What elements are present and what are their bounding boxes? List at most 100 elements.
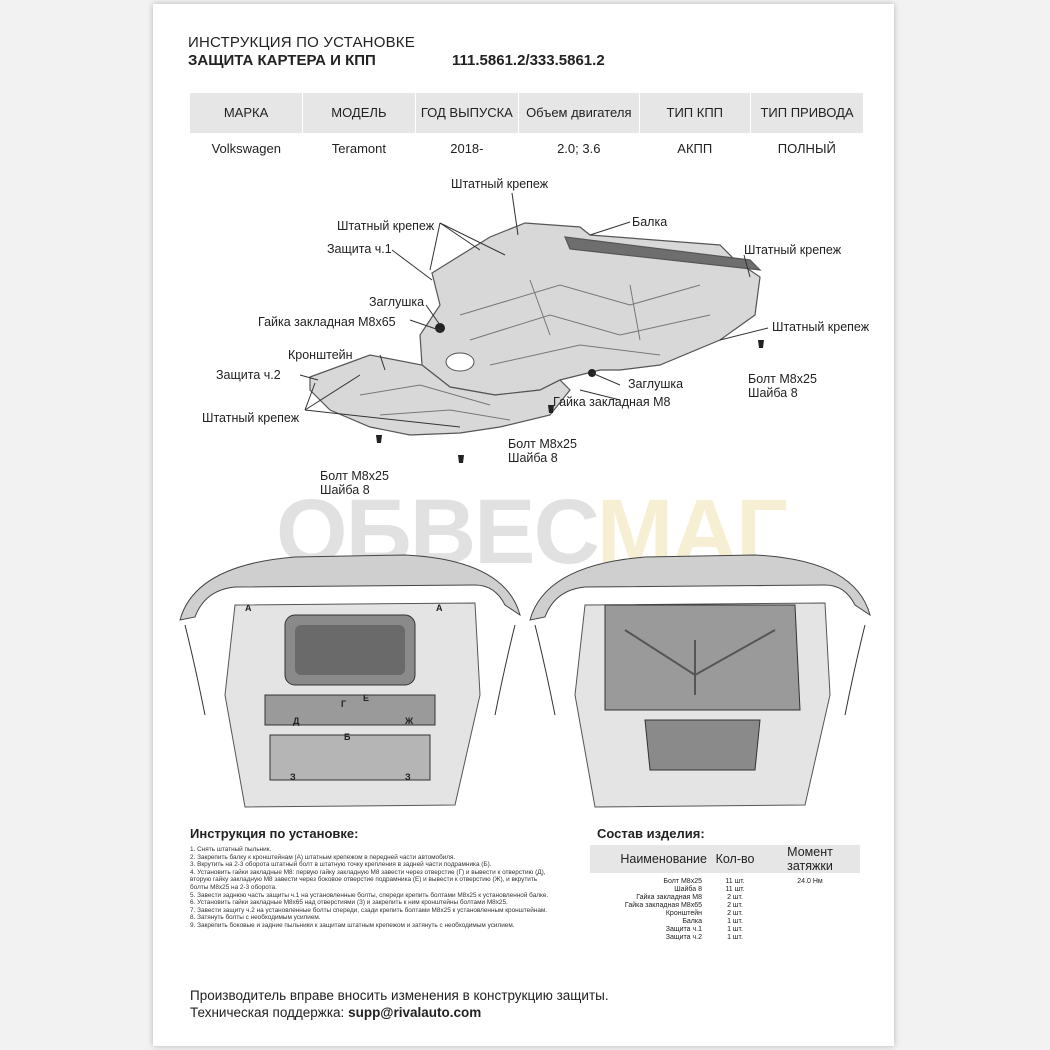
instruction-step: 4. Установить гайки закладные М8: первую… [190, 868, 546, 891]
instruction-step: 2. Закрепить балку к кронштейнам (А) шта… [190, 853, 456, 861]
marker-z-left: З [290, 772, 296, 782]
label-plug-2: Заглушка [628, 377, 684, 391]
marker-b: Б [344, 732, 351, 742]
item-torque [760, 910, 860, 918]
spec-col-model: МОДЕЛЬ [302, 93, 416, 133]
instruction-step: 6. Установить гайки закладные М8х65 над … [190, 899, 508, 907]
item-qty: 11 шт. [725, 878, 745, 885]
spec-make: Volkswagen [211, 140, 281, 156]
instruction-step: 8. Затянуть болты с необходимым усилием. [190, 914, 321, 922]
composition-row: Болт М8х25 11 шт. 24.0 Нм [590, 878, 860, 886]
item-name: Защита ч.1 [665, 926, 702, 933]
item-torque [760, 934, 860, 942]
label-standard-fastener-top: Штатный крепеж [451, 177, 549, 191]
item-qty: 11 шт. [725, 886, 745, 893]
composition-row: Кронштейн 2 шт. [590, 910, 860, 918]
item-torque [760, 918, 860, 926]
label-standard-fastener-bottom: Штатный крепеж [202, 411, 300, 425]
spec-header-row: МАРКА МОДЕЛЬ ГОД ВЫПУСКА Объем двигателя… [190, 93, 863, 133]
part-code: 111.5861.2/333.5861.2 [452, 52, 605, 69]
spec-col-make: МАРКА [190, 93, 304, 133]
header-title: ИНСТРУКЦИЯ ПО УСТАНОВКЕ [188, 34, 415, 51]
footer-support: Техническая поддержка: supp@rivalauto.co… [190, 1005, 481, 1020]
item-name: Гайка закладная М8х65 [624, 902, 702, 909]
footer-disclaimer: Производитель вправе вносить изменения в… [190, 988, 609, 1003]
instruction-step: 7. Завести защиту ч.2 на установленные б… [190, 906, 548, 914]
label-embedded-nut-m8x65: Гайка закладная М8х65 [258, 315, 396, 329]
item-name: Шайба 8 [674, 886, 702, 893]
guard-part2-shape [309, 354, 571, 436]
composition-row: Гайка закладная М8х65 2 шт. [590, 902, 860, 910]
marker-a-right: А [436, 603, 443, 613]
label-embedded-nut-m8: Гайка закладная М8 [553, 395, 671, 409]
item-qty: 2 шт. [727, 894, 743, 901]
item-name: Балка [682, 918, 702, 925]
exploded-view-drawing [299, 192, 769, 463]
item-torque [760, 926, 860, 934]
item-qty: 1 шт. [727, 926, 743, 933]
label-standard-fastener-right2: Штатный крепеж [772, 320, 870, 334]
composition-table: Наименование Кол-во Момент затяжки Болт … [590, 845, 860, 942]
marker-d: Д [293, 716, 300, 726]
item-torque [760, 902, 860, 910]
label-standard-fastener-left: Штатный крепеж [337, 219, 435, 233]
guard-hole [445, 352, 475, 372]
item-name: Кронштейн [665, 910, 702, 917]
label-washer-low: Шайба 8 [320, 483, 370, 497]
spec-col-year: ГОД ВЫПУСКА [415, 93, 520, 133]
vehicle-spec-table: МАРКА МОДЕЛЬ ГОД ВЫПУСКА Объем двигателя… [190, 93, 863, 163]
composition-row: Гайка закладная М8 2 шт. [590, 894, 860, 902]
marker-g: Г [341, 699, 347, 709]
spec-col-transmission: ТИП КПП [639, 93, 752, 133]
label-guard-part1: Защита ч.1 [327, 242, 392, 256]
composition-col-torque: Момент затяжки [760, 845, 860, 873]
label-standard-fastener-right1: Штатный крепеж [744, 243, 842, 257]
plug-marker [435, 323, 445, 333]
marker-z-right: З [405, 772, 411, 782]
label-washer-right: Шайба 8 [748, 386, 798, 400]
support-label: Техническая поддержка: [190, 1005, 345, 1020]
beam-shape [564, 236, 762, 271]
item-qty: 2 шт. [727, 902, 743, 909]
instruction-step: 3. Вкрутить на 2-3 оборота штатный болт … [190, 861, 492, 869]
underbody-after-install [529, 554, 871, 808]
underbody-before-install [179, 554, 521, 808]
composition-col-name: Наименование [590, 845, 710, 873]
spec-engine: 2.0; 3.6 [557, 140, 601, 156]
item-torque [760, 894, 860, 902]
item-torque: 24.0 Нм [797, 878, 823, 885]
instruction-step: 5. Завести заднюю часть защиты ч.1 на ус… [190, 891, 549, 899]
composition-row: Балка 1 шт. [590, 918, 860, 926]
marker-a-left: А [245, 603, 252, 613]
spec-model: Teramont [331, 140, 386, 156]
item-name: Болт М8х25 [663, 878, 702, 885]
composition-title: Состав изделия: [597, 826, 705, 841]
spec-drive: ПОЛНЫЙ [777, 140, 836, 156]
support-email-link[interactable]: supp@rivalauto.com [348, 1005, 482, 1020]
spec-transmission: АКПП [677, 140, 713, 156]
item-name: Гайка закладная М8 [636, 894, 702, 901]
composition-col-qty: Кол-во [710, 845, 760, 873]
marker-e: Е [363, 693, 370, 703]
header-subtitle: ЗАЩИТА КАРТЕРА И КПП [188, 52, 376, 69]
instruction-step: 9. Закрепить боковые и задние пыльники к… [190, 921, 515, 929]
item-torque [760, 886, 860, 894]
spec-col-engine: Объем двигателя [518, 93, 640, 133]
instruction-steps: 1. Снять штатный пыльник. 2. Закрепить б… [190, 846, 550, 930]
composition-row: Шайба 8 11 шт. [590, 886, 860, 894]
label-plug-1: Заглушка [369, 295, 425, 309]
spec-year: 2018- [450, 140, 484, 156]
item-qty: 2 шт. [727, 910, 743, 917]
marker-zh: Ж [405, 716, 414, 726]
instructions-title: Инструкция по установке: [190, 826, 359, 841]
item-qty: 1 шт. [727, 918, 743, 925]
label-washer-mid: Шайба 8 [508, 451, 558, 465]
item-name: Защита ч.2 [665, 934, 702, 941]
label-bolt-low: Болт М8х25 [320, 469, 389, 483]
instruction-step: 1. Снять штатный пыльник. [190, 846, 272, 853]
label-bolt-right: Болт М8х25 [748, 372, 817, 386]
label-beam: Балка [632, 215, 668, 229]
label-bolt-mid: Болт М8х25 [508, 437, 577, 451]
composition-row: Защита ч.2 1 шт. [590, 934, 860, 942]
item-qty: 1 шт. [727, 934, 743, 941]
